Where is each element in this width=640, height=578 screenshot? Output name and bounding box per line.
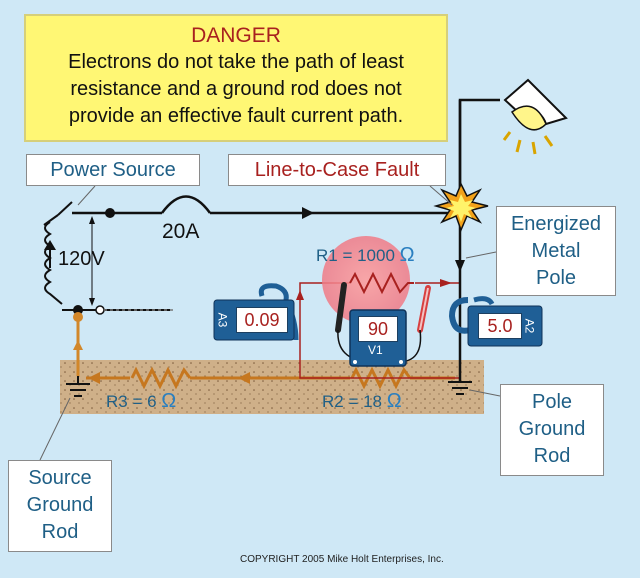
danger-callout: DANGER Electrons do not take the path of… [24,14,448,142]
source-ground-symbol [66,376,90,397]
pole-ground-rod-line-1: Pole [531,391,573,413]
r1-resistor [349,271,414,295]
pole-ground-rod-line-2: Ground [518,418,586,440]
r2-text: R2 = 18 [322,392,383,411]
power-source-text: Power Source [50,159,176,181]
danger-line-2: resistance and a ground rod does not [70,78,402,100]
r3-label: R3 = 6 Ω [106,390,176,413]
v1-tag: V1 [368,343,383,357]
a3-tag: A3 [215,312,230,328]
breaker-rating-label: 20A [162,220,200,243]
a2-tag: A2 [522,318,537,334]
pole-ground-symbol [448,381,472,395]
line-to-case-fault-label: Line-to-Case Fault [228,154,446,186]
pole-ground-rod-label: Pole Ground Rod [500,384,604,476]
r1-text: R1 = 1000 [316,246,395,265]
source-ground-rod-label: Source Ground Rod [8,460,112,552]
line-to-case-fault-text: Line-to-Case Fault [254,159,420,181]
r3-ohm: Ω [161,390,177,412]
danger-line-1: Electrons do not take the path of least [68,51,404,73]
r1-label: R1 = 1000 Ω [316,244,415,267]
pole-ground-rod-line-3: Rod [533,445,571,467]
power-source-label: Power Source [26,154,200,186]
r3-text: R3 = 6 [106,392,157,411]
voltage-label: 120V [58,248,105,270]
breaker-20a [160,195,212,214]
source-ground-rod-line-2: Ground [26,494,94,516]
r2-ohm: Ω [386,390,402,412]
energized-metal-pole-line-1: Energized [510,213,602,235]
a2-reading: 5.0 [478,313,522,339]
source-ground-rod-line-3: Rod [41,521,79,543]
copyright-notice: COPYRIGHT 2005 Mike Holt Enterprises, In… [240,554,444,565]
r2-label: R2 = 18 Ω [322,390,402,413]
danger-line-3: provide an effective fault current path. [68,105,404,127]
lamp-wire [458,98,500,200]
v1-reading: 90 [358,316,398,342]
r1-ohm: Ω [399,244,415,266]
lamp-icon [502,78,568,155]
danger-heading: DANGER [191,24,281,47]
energized-metal-pole-line-3: Pole [535,267,577,289]
source-ground-rod-line-1: Source [28,467,92,489]
energized-metal-pole-line-2: Metal [531,240,581,262]
energized-metal-pole-label: Energized Metal Pole [496,206,616,296]
a3-reading: 0.09 [236,307,288,333]
